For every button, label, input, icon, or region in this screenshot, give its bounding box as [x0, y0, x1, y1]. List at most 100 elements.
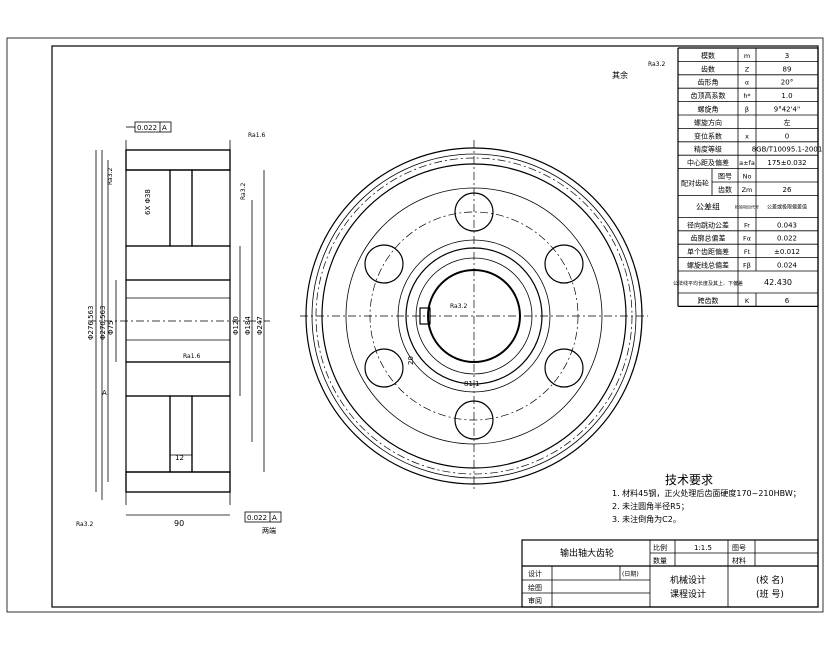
roughness-rest-label: 其余 — [612, 70, 628, 80]
course-2: 课程设计 — [670, 588, 706, 600]
class-label: (班 号) — [756, 588, 784, 600]
tol-row-1-label: 齿廓总偏差 — [691, 234, 726, 243]
section-view — [88, 140, 270, 516]
scale-value: 1:1.5 — [694, 544, 712, 552]
param-row-4-label: 螺旋角 — [698, 105, 719, 114]
param-row-4-value: 9°42'4" — [774, 106, 800, 114]
param-row-8-label: 中心距及偏差 — [687, 158, 729, 167]
roughness-5: Ra3.2 — [76, 521, 93, 528]
roughness-4: Ra1.6 — [183, 353, 200, 360]
tech-item-2: 2. 未注圆角半径R5； — [612, 501, 689, 511]
end-label: 两端 — [262, 526, 276, 535]
material-label: 材料 — [732, 556, 746, 565]
tolerance-group-sub2: 公差或极限偏差值 — [767, 203, 807, 210]
param-row-6-value: 0 — [785, 132, 789, 140]
dim-hub-diameter: Φ75 — [107, 321, 115, 335]
mating-row-1-value: 26 — [783, 186, 792, 194]
mating-row-1-symbol: Zm — [742, 186, 753, 194]
front-view — [300, 140, 648, 492]
param-row-5-label: 螺旋方向 — [694, 118, 722, 127]
tech-item-3: 3. 未注倒角为C2。 — [612, 514, 681, 524]
dim-184: Φ184 — [244, 316, 252, 335]
mating-gear-label: 配对齿轮 — [681, 179, 709, 188]
mating-row-0-symbol: No — [743, 173, 752, 181]
qty-label: 数量 — [653, 556, 667, 565]
param-row-0-value: 3 — [785, 52, 789, 60]
tol-row-0-symbol: Fr — [744, 221, 750, 229]
tolerance-frame-bottom: 0.022 A — [244, 511, 282, 523]
param-row-3-symbol: h* — [743, 92, 751, 100]
title-block: 输出轴大齿轮 比例 1:1.5 图号 数量 材料 设计 (日期) 绘图 审阅 机… — [521, 539, 819, 608]
tol-row-2-label: 单个齿距偏差 — [687, 247, 729, 256]
span-teeth-row-label: 跨齿数 — [698, 296, 719, 305]
dim-tip-diameter: Φ276.563 — [87, 306, 95, 340]
check-label: 审阅 — [528, 596, 542, 605]
tech-title: 技术要求 — [665, 473, 713, 487]
roughness-rest-value: Ra3.2 — [648, 61, 665, 68]
param-row-2-label: 齿形角 — [698, 78, 719, 87]
outer-frame — [6, 37, 824, 613]
inner-frame — [51, 45, 819, 608]
roughness-1: Ra3.2 — [107, 168, 114, 185]
param-row-1-label: 齿数 — [701, 64, 715, 73]
scale-label: 比例 — [653, 543, 667, 552]
drawing-label: 图号 — [732, 544, 746, 552]
technical-requirements: 技术要求 1. 材料45钢，正火处理后齿面硬度170~210HBW； 2. 未注… — [612, 473, 801, 524]
tol-row-0-value: 0.043 — [777, 221, 797, 229]
tolerance-value-bottom: 0.022 — [247, 514, 267, 522]
param-row-2-symbol: α — [745, 79, 749, 87]
school-label: (校 名) — [756, 574, 784, 586]
tol-row-3-symbol: Fβ — [743, 262, 751, 270]
tol-row-3-label: 螺旋线总偏差 — [687, 261, 729, 270]
tolerance-datum-bottom: A — [272, 514, 277, 522]
design-label: 设计 — [528, 569, 542, 578]
tol-row-1-symbol: Fα — [743, 235, 751, 243]
param-row-0-symbol: m — [744, 52, 750, 60]
dim-rim: 12 — [175, 454, 184, 462]
tol-row-2-symbol: Ft — [744, 248, 751, 256]
param-row-0-label: 模数 — [701, 51, 715, 60]
param-row-7-value: 8GB/T10095.1-2001 — [752, 146, 823, 154]
dim-chamfer-holes: 6X Φ38 — [144, 189, 152, 215]
tolerance-group-sub1: 检验项目代号 — [735, 203, 759, 209]
roughness-bore: Ra3.2 — [450, 303, 467, 310]
tolerance-datum-top: A — [162, 124, 167, 132]
span-teeth-row-value: 6 — [785, 297, 790, 305]
param-row-6-symbol: x — [745, 132, 749, 140]
datum-a: A — [102, 389, 107, 397]
param-row-1-symbol: Z — [745, 65, 750, 73]
span-row-value: 42.430 — [764, 278, 792, 287]
mating-row-0-label: 图号 — [718, 173, 732, 181]
tolerance-group-label: 公差组 — [696, 201, 720, 211]
section-labels: Φ276.563 Φ270.563 Φ75 Φ120 Φ184 Φ247 6X … — [76, 132, 276, 535]
dim-247: Φ247 — [256, 316, 264, 335]
tol-row-0-label: 径向跳动公差 — [687, 220, 729, 229]
mating-row-1-label: 齿数 — [718, 185, 732, 194]
param-row-3-value: 1.0 — [781, 92, 792, 100]
dim-pitch-diameter: Φ270.563 — [99, 306, 107, 340]
dim-width: 90 — [174, 519, 184, 528]
param-row-7-label: 精度等级 — [694, 145, 722, 154]
tech-item-1: 1. 材料45钢，正火处理后齿面硬度170~210HBW； — [612, 488, 801, 498]
roughness-2: Ra1.6 — [248, 132, 265, 139]
span-teeth-row-symbol: K — [745, 297, 750, 305]
param-row-3-label: 齿顶高系数 — [691, 91, 726, 100]
span-row-label: 公法线平均长度及其上、下偏差 — [673, 280, 743, 287]
dim-120: Φ120 — [232, 316, 240, 335]
tol-row-1-value: 0.022 — [777, 235, 797, 243]
tol-row-3-value: 0.024 — [777, 262, 798, 270]
param-row-8-value: 175±0.032 — [767, 159, 806, 167]
tolerance-frame-top: 0.022 A — [126, 121, 172, 133]
draw-label: 绘图 — [528, 583, 542, 592]
front-labels: 其余 Ra3.2 Ra3.2 81.1 20 — [407, 61, 665, 388]
param-row-4-symbol: β — [745, 106, 749, 114]
tolerance-value-top: 0.022 — [137, 124, 157, 132]
part-name: 输出轴大齿轮 — [560, 547, 614, 559]
dim-keyway-width: 20 — [407, 356, 415, 365]
course-1: 机械设计 — [670, 574, 706, 586]
param-row-6-label: 变位系数 — [694, 131, 722, 140]
roughness-3: Ra3.2 — [240, 183, 247, 200]
param-row-2-value: 20° — [781, 79, 793, 87]
